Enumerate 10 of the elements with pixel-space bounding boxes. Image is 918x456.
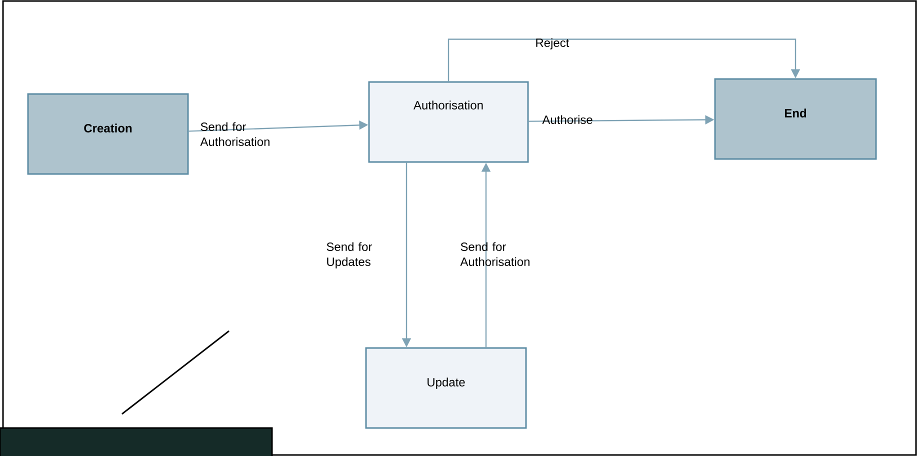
process-box: Creation xyxy=(27,93,189,175)
process-box: Authorisation xyxy=(368,81,529,163)
arrow xyxy=(448,38,800,82)
edge-label: Send for Authorisation xyxy=(460,242,530,266)
process-box: End xyxy=(714,78,877,160)
process-box: Update xyxy=(365,347,527,429)
edge-label: Send for Authorisation xyxy=(200,122,270,146)
edge-label: Reject xyxy=(536,38,570,50)
edge-label: Send for Updates xyxy=(326,242,372,268)
edge-label: Authorise xyxy=(542,115,592,124)
